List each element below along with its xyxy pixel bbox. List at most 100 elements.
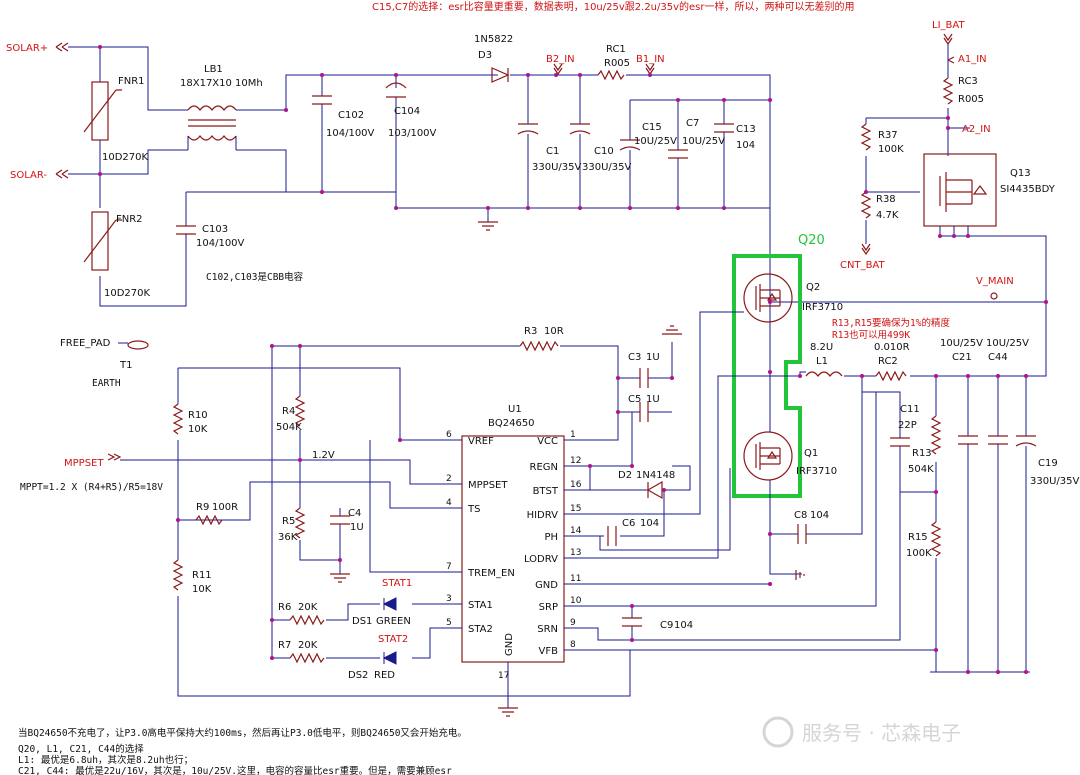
c9-ref: C9 <box>660 620 673 631</box>
r5-value: 36K <box>278 532 298 543</box>
mosfet-q2 <box>743 273 793 323</box>
pin-name: MPPSET <box>468 480 508 491</box>
net-v-main: V_MAIN <box>976 276 1014 287</box>
resistor-rc2 <box>875 370 907 382</box>
c13-value: 104 <box>736 140 755 151</box>
c4-ref: C4 <box>348 508 361 519</box>
junction-dot <box>578 73 582 77</box>
fnr2-value: 10D270K <box>104 288 151 299</box>
net-cnt-bat: CNT_BAT <box>840 260 885 271</box>
arrow-icon <box>55 169 69 179</box>
pin-number: 8 <box>570 640 576 650</box>
earth-label: EARTH <box>92 378 121 389</box>
resistor-r3 <box>519 340 559 352</box>
ds1-label: STAT1 <box>382 578 412 589</box>
power-path: 1N5822 D3 B2_IN B1_IN RC1 R005 C1 330U/3… <box>474 34 771 372</box>
pin-number: 9 <box>570 618 576 628</box>
c15-ref: C15 <box>642 122 662 133</box>
junction-dot <box>768 532 772 536</box>
pin-name: HIDRV <box>527 510 559 521</box>
junction-dot <box>320 73 324 77</box>
resistors-r37-r38 <box>860 123 872 219</box>
junction-dot <box>996 374 1000 378</box>
fnr1-value: 10D270K <box>102 152 149 163</box>
arrow-icon <box>55 42 69 52</box>
c9-value: 104 <box>674 620 693 631</box>
r4-ref: R4 <box>282 406 295 417</box>
c44-value: 10U/25V <box>986 338 1029 349</box>
junction-dot <box>1024 374 1028 378</box>
c11-ref: C11 <box>900 404 920 415</box>
r38-ref: R38 <box>876 194 896 205</box>
c103-ref: C103 <box>202 224 228 235</box>
ground-icon <box>662 325 682 335</box>
junction-dot <box>946 126 950 130</box>
r37-value: 100K <box>878 144 904 155</box>
junction-dot <box>768 370 772 374</box>
note-bottom-1: 当BQ24650不充电了，让P3.0高电平保持大约100ms，然后再让P3.0低… <box>18 727 467 739</box>
pin-name: SRP <box>539 602 558 613</box>
junction-dot <box>860 374 864 378</box>
r11-value: 10K <box>192 584 212 595</box>
junction-dot <box>526 206 530 210</box>
junction-dot <box>1024 670 1028 674</box>
c10-ref: C10 <box>594 146 614 157</box>
c44-ref: C44 <box>988 352 1008 363</box>
r9-value: 100R <box>212 502 238 513</box>
junction-dot <box>966 670 970 674</box>
c102-value: 104/100V <box>326 128 375 139</box>
junction-dot <box>554 73 558 77</box>
varistor-fnr2 <box>91 211 109 271</box>
pin-number: 12 <box>570 456 581 466</box>
fnr2-ref: FNR2 <box>116 214 143 225</box>
l1-value: 8.2U <box>810 342 833 353</box>
pin-name: VCC <box>537 436 558 447</box>
r5-ref: R5 <box>282 516 295 527</box>
c6-ref: C6 <box>622 518 635 529</box>
pin-name: GND <box>535 580 558 591</box>
pin-number: 11 <box>570 574 581 584</box>
pin-number: 15 <box>570 504 581 514</box>
pin-name: LODRV <box>524 554 558 565</box>
ds1-ref: DS1 <box>352 616 372 627</box>
lb1-ref: LB1 <box>204 64 223 75</box>
junction-dot <box>630 638 634 642</box>
pin-name: STA1 <box>468 600 493 611</box>
junction-dot <box>338 558 342 562</box>
net-solar-pos: SOLAR+ <box>6 43 48 54</box>
junction-dot <box>394 206 398 210</box>
pin-name: VFB <box>539 646 559 657</box>
junction-dot <box>270 618 274 622</box>
junction-dot <box>952 234 956 238</box>
pin-number: 5 <box>446 618 452 628</box>
pin-number: 1 <box>570 430 576 440</box>
junction-dot <box>298 458 302 462</box>
junction-dot <box>298 344 302 348</box>
c19-value: 330U/35V <box>1030 476 1080 487</box>
diode-d3 <box>491 67 510 83</box>
pin-number: 6 <box>446 430 452 440</box>
junction-dot <box>526 73 530 77</box>
junction-dot <box>864 190 868 194</box>
c19-ref: C19 <box>1038 458 1058 469</box>
pin-name: BTST <box>533 486 559 497</box>
junction-dot <box>398 438 402 442</box>
u1-ref: U1 <box>508 404 522 415</box>
c3-ref: C3 <box>628 352 641 363</box>
c3-value: 1U <box>646 352 660 363</box>
junction-dot <box>486 206 490 210</box>
net-solar-neg: SOLAR- <box>10 170 47 181</box>
net-free-pad: FREE_PAD <box>60 338 111 349</box>
vref-voltage: 1.2V <box>312 450 335 461</box>
c6-value: 104 <box>640 518 659 529</box>
ds1-value: GREEN <box>376 616 411 627</box>
rc3-value: R005 <box>958 94 984 105</box>
electrolytic-caps <box>517 123 591 135</box>
junction-dot <box>320 190 324 194</box>
pin-name: GND <box>504 633 515 656</box>
junction-dot <box>630 464 634 468</box>
battery-path: LI_BAT A1_IN RC3 R005 A2_IN R37 100K R38… <box>770 20 1056 303</box>
c21-value: 10U/25V <box>940 338 983 349</box>
junction-dot <box>996 670 1000 674</box>
note-bottom-2: Q20, L1, C21, C44的选择 <box>18 743 144 755</box>
